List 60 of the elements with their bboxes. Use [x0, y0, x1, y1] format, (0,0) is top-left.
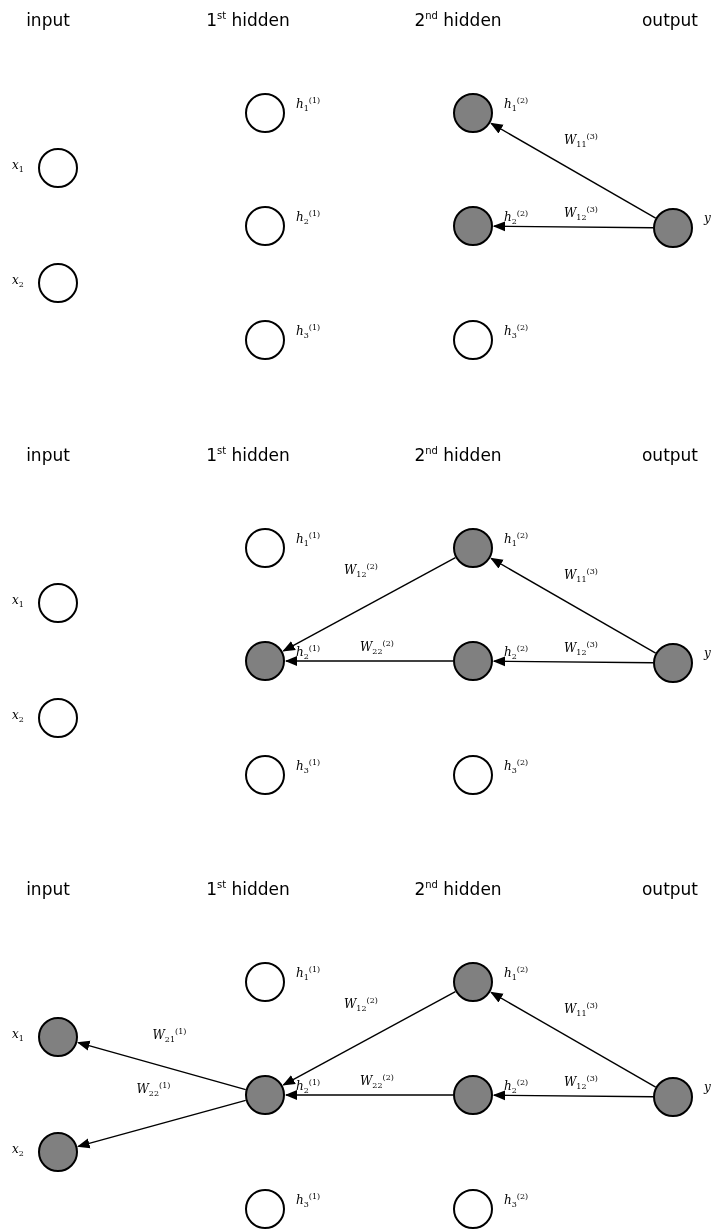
layer-heading: 1$^{st}$ hidden — [206, 445, 290, 465]
neuron-circle — [245, 320, 285, 360]
filled-neuron-circle — [38, 1017, 78, 1057]
arrow — [282, 990, 457, 1086]
neuron-label: y — [704, 212, 711, 224]
filled-neuron-circle — [653, 643, 693, 683]
neuron-circle — [245, 528, 285, 568]
filled-neuron-circle — [453, 206, 493, 246]
neuron-circle — [453, 1189, 493, 1229]
filled-neuron-circle — [453, 962, 493, 1002]
neuron-circle — [38, 263, 78, 303]
neuron-circle — [38, 583, 78, 623]
layer-heading: 1$^{st}$ hidden — [206, 10, 290, 30]
arrow — [492, 656, 654, 667]
neuron-label: x$_{2}$ — [12, 709, 24, 725]
filled-neuron-circle — [653, 208, 693, 248]
neuron-circle — [38, 148, 78, 188]
layer-heading: output — [641, 879, 699, 899]
layer-heading: input — [26, 10, 70, 30]
layer-heading: 2$^{nd}$ hidden — [414, 879, 502, 899]
filled-neuron-circle — [453, 528, 493, 568]
filled-neuron-circle — [38, 1132, 78, 1172]
arrow — [490, 557, 657, 654]
neuron-circle — [453, 755, 493, 795]
filled-neuron-circle — [245, 641, 285, 681]
neuron-label: x$_{1}$ — [12, 1028, 24, 1044]
neuron-circle — [245, 93, 285, 133]
arrow — [284, 1089, 454, 1101]
arrow — [490, 991, 657, 1088]
neuron-label: x$_{1}$ — [12, 159, 24, 175]
filled-neuron-circle — [453, 1075, 493, 1115]
neuron-circle — [245, 962, 285, 1002]
layer-heading: input — [26, 879, 70, 899]
neuron-label: x$_{2}$ — [12, 274, 24, 290]
filled-neuron-circle — [245, 1075, 285, 1115]
arrow — [284, 655, 454, 667]
neuron-circle — [245, 1189, 285, 1229]
neuron-label: x$_{1}$ — [12, 594, 24, 610]
neuron-circle — [38, 698, 78, 738]
neuron-circle — [453, 320, 493, 360]
neuron-label: y — [704, 647, 711, 659]
neuron-label: x$_{2}$ — [12, 1143, 24, 1159]
filled-neuron-circle — [653, 1077, 693, 1117]
neuron-circle — [245, 206, 285, 246]
arrow — [77, 1099, 247, 1149]
layer-heading: 2$^{nd}$ hidden — [414, 445, 502, 465]
arrow — [282, 556, 457, 652]
arrow — [492, 1090, 654, 1101]
layer-heading: 2$^{nd}$ hidden — [414, 10, 502, 30]
layer-heading: output — [641, 10, 699, 30]
arrow — [492, 221, 654, 232]
neuron-label: y — [704, 1081, 711, 1093]
filled-neuron-circle — [453, 93, 493, 133]
layer-heading: 1$^{st}$ hidden — [206, 879, 290, 899]
neuron-circle — [245, 755, 285, 795]
arrow — [490, 122, 657, 219]
layer-heading: input — [26, 445, 70, 465]
layer-heading: output — [641, 445, 699, 465]
filled-neuron-circle — [453, 641, 493, 681]
arrow — [77, 1040, 247, 1091]
